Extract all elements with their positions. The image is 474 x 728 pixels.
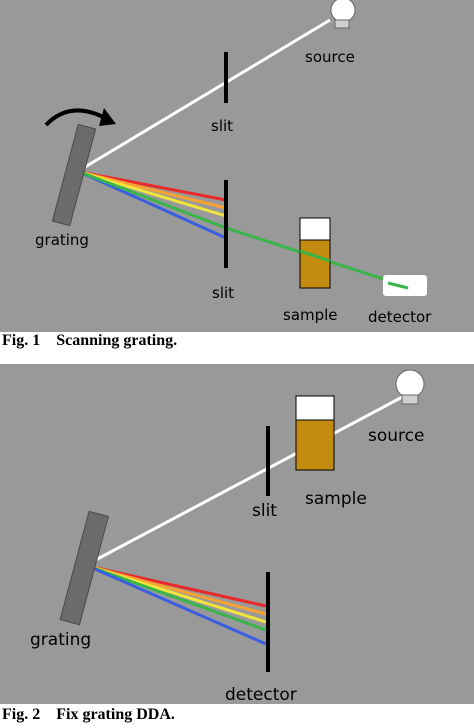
label-grating: grating	[30, 630, 91, 650]
figure-1-caption: Fig. 1 Scanning grating.	[2, 332, 178, 349]
figure-2: source sample slit grating detector Fig.…	[0, 364, 474, 728]
source-lamp-icon	[395, 369, 425, 405]
label-sample: sample	[305, 489, 367, 509]
label-sample: sample	[283, 306, 338, 324]
label-slit-bottom: slit	[212, 284, 234, 302]
sample-cuvette	[299, 217, 331, 289]
label-detector: detector	[225, 685, 297, 704]
source-lamp-icon	[330, 0, 356, 29]
figure-2-background	[0, 364, 474, 704]
label-grating: grating	[35, 231, 89, 249]
sample-cuvette	[295, 395, 335, 471]
label-slit: slit	[252, 501, 277, 521]
rotation-arrow-icon	[44, 108, 116, 127]
dispersed-spectrum	[79, 170, 227, 240]
label-source: source	[305, 48, 355, 66]
green-beam-into-detector	[387, 281, 409, 290]
incident-beam	[79, 18, 331, 172]
grating	[59, 510, 110, 626]
detector-box	[383, 275, 427, 296]
dispersed-spectrum	[87, 564, 267, 646]
label-source: source	[368, 426, 424, 446]
grating	[51, 123, 97, 227]
label-slit-top: slit	[211, 117, 233, 135]
figure-1-diagram: source slit grating slit sample detector	[0, 0, 474, 332]
incident-beam	[87, 392, 409, 566]
figure-1: source slit grating slit sample detector…	[0, 0, 474, 358]
figure-2-diagram: source sample slit grating detector	[0, 364, 474, 704]
label-detector: detector	[368, 308, 432, 326]
green-beam-through-sample	[299, 249, 331, 263]
figure-2-caption: Fig. 2 Fix grating DDA.	[2, 706, 175, 723]
